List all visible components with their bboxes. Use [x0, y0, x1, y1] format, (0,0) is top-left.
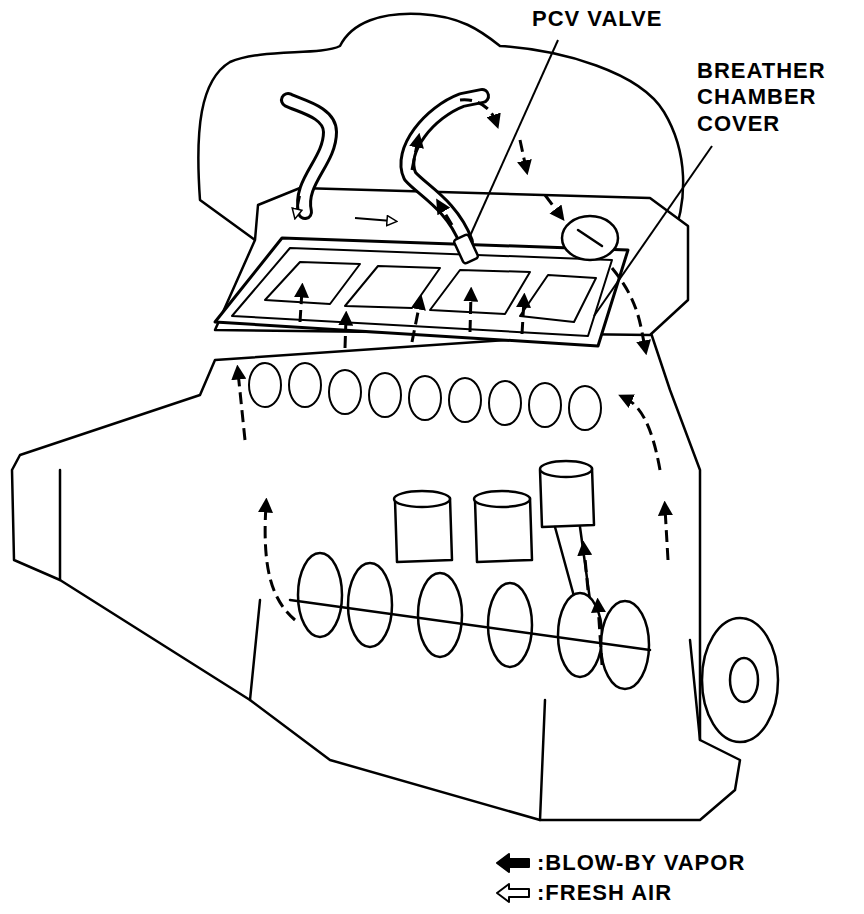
breather-cover-inner: [232, 248, 612, 336]
breather-cap: [562, 216, 618, 260]
fresh-air-arrows: [296, 196, 392, 221]
legend-entry: :FRESH AIR: [495, 880, 672, 906]
legend-swatch: [495, 883, 531, 903]
engine-block: [12, 330, 740, 820]
block-edge: [60, 470, 700, 820]
crankshaft: [290, 553, 650, 689]
part-label: PCV VALVE: [530, 6, 664, 32]
pulley-hub: [730, 658, 758, 702]
cover-baffles: [265, 262, 596, 322]
cap-mark: [578, 230, 602, 246]
hoses: [288, 96, 482, 242]
pcv-valve: [453, 234, 478, 264]
legend-text: :BLOW-BY VAPOR: [537, 850, 745, 876]
breather-cover: [215, 238, 628, 346]
legend-entry: :BLOW-BY VAPOR: [495, 850, 745, 876]
legend-text: :FRESH AIR: [537, 880, 672, 906]
leader-lines: [470, 40, 712, 316]
part-label: BREATHER CHAMBER COVER: [695, 58, 849, 137]
crank-pulley: [702, 618, 778, 742]
pistons: [394, 461, 594, 600]
legend-swatch: [495, 853, 531, 873]
blow-by-arrows: [238, 100, 668, 665]
valve-springs: [249, 363, 601, 430]
